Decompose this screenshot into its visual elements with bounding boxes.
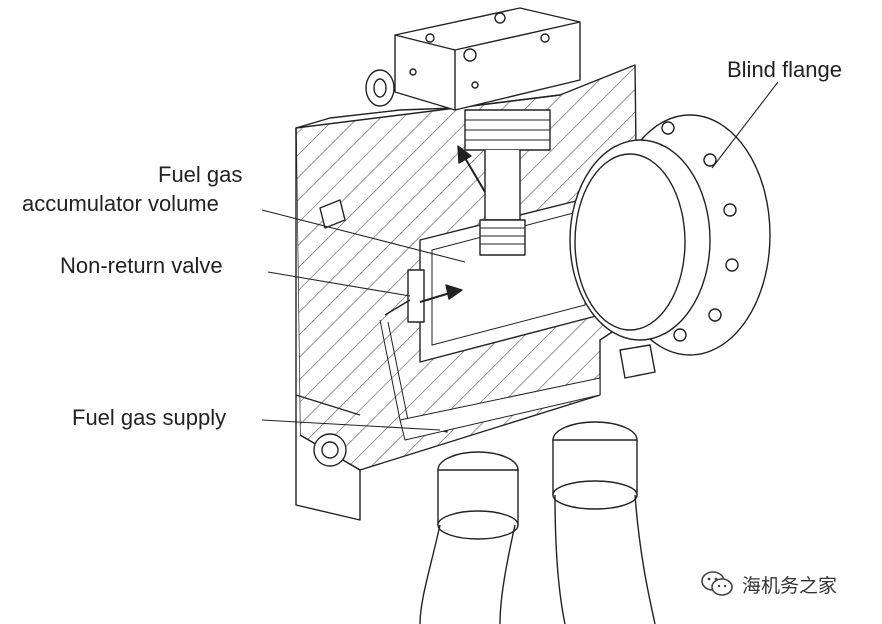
side-fitting xyxy=(313,199,656,467)
supply-channel xyxy=(399,377,601,441)
watermark-text: 海机务之家 xyxy=(742,574,838,597)
label-blind-flange: Blind flange xyxy=(727,57,842,82)
label-non-return-valve: Non-return valve xyxy=(60,253,223,278)
leader-accumulator xyxy=(261,209,466,263)
blind-flange xyxy=(569,114,771,356)
leader-lines xyxy=(261,81,779,431)
label-accumulator-line2: accumulator volume xyxy=(22,191,219,216)
label-fuel-gas-supply: Fuel gas supply xyxy=(72,405,227,430)
bottom-connectors xyxy=(419,421,656,624)
watermark: 海机务之家 xyxy=(700,570,837,598)
leader-non-return xyxy=(267,271,411,297)
top-valve-block xyxy=(365,7,581,256)
wechat-icon xyxy=(701,571,733,596)
non-return-valve xyxy=(379,269,425,421)
label-accumulator-line1: Fuel gas xyxy=(158,162,243,187)
leader-supply xyxy=(261,419,441,431)
leader-blind-flange xyxy=(711,81,779,169)
